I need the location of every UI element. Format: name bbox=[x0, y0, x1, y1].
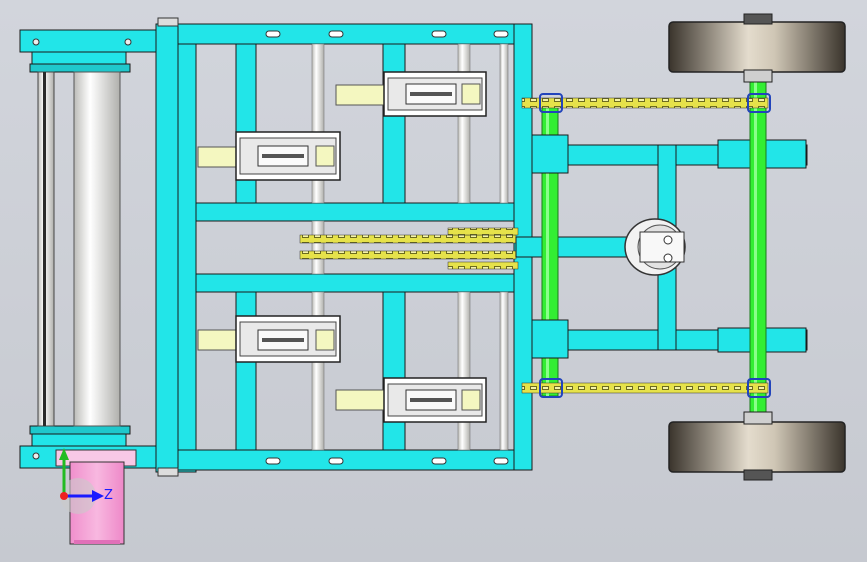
drive-roller-assembly bbox=[19, 29, 157, 469]
cutter-assembly-bottom-left bbox=[197, 315, 341, 363]
center-chain-drive bbox=[299, 227, 519, 270]
cutter-assembly-top-left bbox=[197, 131, 341, 181]
gearbox-hub bbox=[624, 218, 686, 276]
ground-wheel-bottom bbox=[668, 411, 846, 481]
drive-roller bbox=[73, 71, 121, 427]
side-chain-bottom bbox=[521, 378, 771, 398]
z-axis-label: Z bbox=[104, 488, 113, 503]
cutter-assembly-bottom-right bbox=[335, 377, 487, 423]
ground-wheel-top bbox=[668, 13, 846, 83]
cutter-assembly-top-right bbox=[335, 71, 487, 117]
side-chain-top bbox=[521, 93, 771, 113]
main-frame bbox=[155, 17, 533, 477]
axle-shaft-right bbox=[749, 71, 767, 423]
coordinate-triad: Z bbox=[59, 448, 113, 514]
x-axis-point bbox=[60, 492, 68, 500]
